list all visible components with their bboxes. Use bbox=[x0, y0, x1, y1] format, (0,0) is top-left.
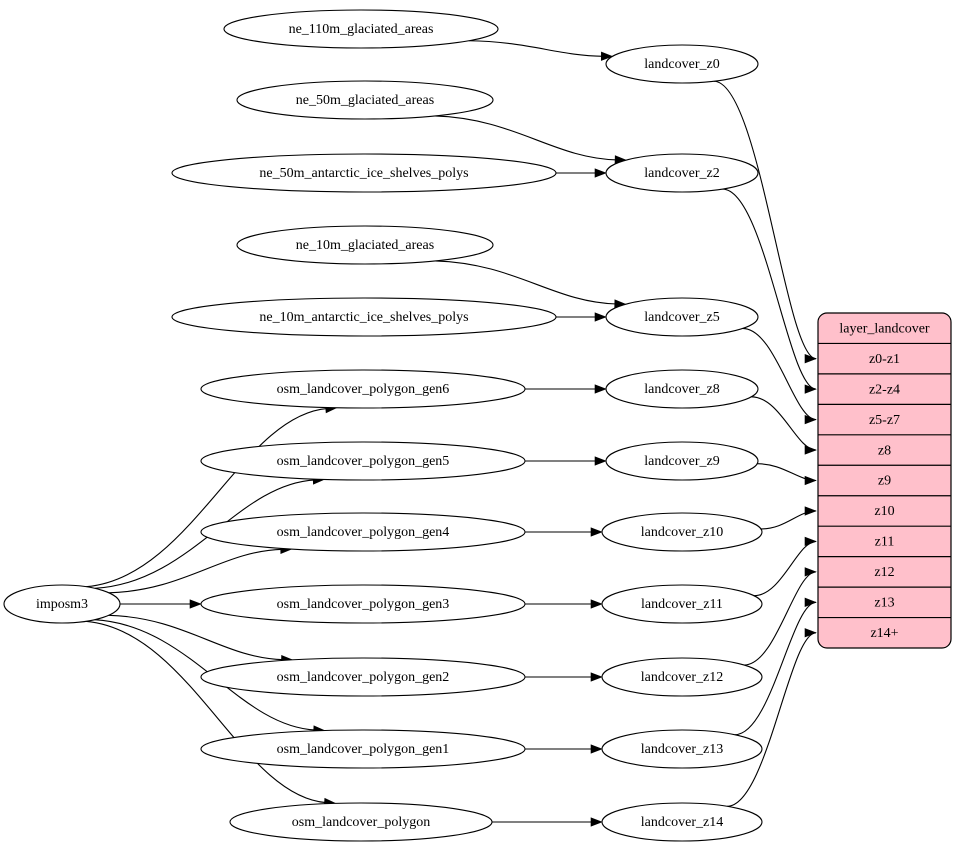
edge-arrowhead bbox=[804, 445, 817, 455]
node-landcover_z5-shape bbox=[605, 297, 759, 337]
edge-arrowhead bbox=[189, 599, 202, 609]
edge-arrowhead bbox=[804, 567, 817, 577]
node-landcover_z8-shape bbox=[605, 369, 759, 409]
node-landcover_z0[interactable]: landcover_z0 bbox=[605, 44, 759, 84]
node-landcover_z12[interactable]: landcover_z12 bbox=[601, 657, 763, 697]
edge-ne_10m_glaciated_areas-to-landcover_z5 bbox=[435, 260, 617, 305]
node-landcover_z10[interactable]: landcover_z10 bbox=[601, 512, 763, 552]
node-imposm3-shape bbox=[3, 584, 121, 624]
edge-arrowhead bbox=[804, 354, 817, 364]
node-osm_landcover_polygon_gen6-shape bbox=[200, 369, 526, 409]
edge-landcover_z12-to-z12 bbox=[744, 571, 817, 666]
edge-arrowhead bbox=[594, 168, 607, 178]
node-landcover_z8[interactable]: landcover_z8 bbox=[605, 369, 759, 409]
layer-table-cell-z12[interactable] bbox=[818, 557, 951, 587]
edge-arrowhead bbox=[594, 312, 607, 322]
edge-arrowhead bbox=[590, 599, 603, 609]
node-ne_50m_antarctic_ice_shelves_polys-shape bbox=[171, 153, 557, 193]
layer-table-outline bbox=[817, 312, 952, 649]
node-landcover_z0-shape bbox=[605, 44, 759, 84]
edge-imposm3-to-osm_landcover_polygon_gen2 bbox=[108, 614, 284, 661]
edge-ne_110m_glaciated_areas-to-landcover_z0 bbox=[468, 40, 604, 57]
node-ne_10m_glaciated_areas[interactable]: ne_10m_glaciated_areas bbox=[236, 225, 494, 265]
node-osm_landcover_polygon_gen4-shape bbox=[200, 512, 526, 552]
edge-landcover_z0-to-z0-z1 bbox=[713, 80, 817, 360]
edge-arrowhead bbox=[804, 536, 817, 547]
node-osm_landcover_polygon_gen5[interactable]: osm_landcover_polygon_gen5 bbox=[200, 441, 526, 481]
node-landcover_z5[interactable]: landcover_z5 bbox=[605, 297, 759, 337]
node-landcover_z9[interactable]: landcover_z9 bbox=[605, 441, 759, 481]
edge-ne_50m_glaciated_areas-to-landcover_z2 bbox=[434, 115, 618, 161]
edge-landcover_z14-to-z14+ bbox=[727, 632, 817, 807]
edge-arrowhead bbox=[594, 384, 607, 394]
node-osm_landcover_polygon_gen2[interactable]: osm_landcover_polygon_gen2 bbox=[200, 657, 526, 697]
edge-landcover_z13-to-z13 bbox=[734, 601, 817, 736]
edge-imposm3-to-osm_landcover_polygon bbox=[85, 620, 327, 804]
node-osm_landcover_polygon_gen1-shape bbox=[200, 729, 526, 769]
node-osm_landcover_polygon_gen3-shape bbox=[200, 584, 526, 624]
node-landcover_z11[interactable]: landcover_z11 bbox=[601, 584, 763, 624]
edge-arrowhead bbox=[804, 506, 817, 516]
node-ne_10m_glaciated_areas-shape bbox=[236, 225, 494, 265]
node-ne_110m_glaciated_areas[interactable]: ne_110m_glaciated_areas bbox=[223, 9, 499, 49]
layer-table-cell-z9[interactable] bbox=[818, 465, 951, 495]
edge-arrowhead bbox=[590, 527, 603, 537]
layer-table-cell-z2-z4[interactable] bbox=[818, 374, 951, 404]
layer-table-cell-z5-z7[interactable] bbox=[818, 404, 951, 434]
edge-arrowhead bbox=[590, 817, 603, 827]
edge-landcover_z5-to-z5-z7 bbox=[742, 327, 817, 421]
node-ne_50m_glaciated_areas-shape bbox=[236, 80, 494, 120]
node-osm_landcover_polygon_gen3[interactable]: osm_landcover_polygon_gen3 bbox=[200, 584, 526, 624]
layer-table-cell-z10[interactable] bbox=[818, 496, 951, 526]
edge-arrowhead bbox=[804, 414, 817, 425]
node-ne_50m_antarctic_ice_shelves_polys[interactable]: ne_50m_antarctic_ice_shelves_polys bbox=[171, 153, 557, 193]
edges-layer bbox=[85, 40, 817, 827]
edge-arrowhead bbox=[594, 456, 607, 466]
node-landcover_z2-shape bbox=[605, 153, 759, 193]
edge-arrowhead bbox=[804, 475, 817, 486]
node-ne_10m_antarctic_ice_shelves_polys-shape bbox=[171, 297, 557, 337]
node-osm_landcover_polygon_gen2-shape bbox=[200, 657, 526, 697]
node-landcover_z9-shape bbox=[605, 441, 759, 481]
node-osm_landcover_polygon_gen4[interactable]: osm_landcover_polygon_gen4 bbox=[200, 512, 526, 552]
edge-arrowhead bbox=[590, 744, 603, 754]
node-landcover_z13[interactable]: landcover_z13 bbox=[601, 729, 763, 769]
layer-table-cell-z13[interactable] bbox=[818, 587, 951, 617]
edge-arrowhead bbox=[590, 672, 603, 682]
node-landcover_z2[interactable]: landcover_z2 bbox=[605, 153, 759, 193]
node-ne_110m_glaciated_areas-shape bbox=[223, 9, 499, 49]
node-ne_50m_glaciated_areas[interactable]: ne_50m_glaciated_areas bbox=[236, 80, 494, 120]
layer-landcover-table: layer_landcoverz0-z1z2-z4z5-z7z8z9z10z11… bbox=[817, 312, 952, 649]
edge-imposm3-to-osm_landcover_polygon_gen6 bbox=[86, 407, 328, 588]
node-landcover_z10-shape bbox=[601, 512, 763, 552]
edge-landcover_z2-to-z2-z4 bbox=[722, 188, 817, 390]
node-landcover_z12-shape bbox=[601, 657, 763, 697]
node-imposm3[interactable]: imposm3 bbox=[3, 584, 121, 624]
edge-arrowhead bbox=[804, 597, 817, 607]
layer-table-header[interactable] bbox=[818, 313, 951, 343]
layer-table-cell-z11[interactable] bbox=[818, 526, 951, 556]
layer-table-cell-z0-z1[interactable] bbox=[818, 343, 951, 373]
node-osm_landcover_polygon_gen6[interactable]: osm_landcover_polygon_gen6 bbox=[200, 369, 526, 409]
edge-arrowhead bbox=[600, 51, 614, 61]
nodes-layer: imposm3 ne_110m_glaciated_areas ne_50m_gla… bbox=[3, 9, 763, 842]
node-landcover_z11-shape bbox=[601, 584, 763, 624]
node-landcover_z14-shape bbox=[601, 802, 763, 842]
edge-arrowhead bbox=[804, 384, 817, 394]
edge-arrowhead bbox=[804, 628, 817, 638]
node-landcover_z13-shape bbox=[601, 729, 763, 769]
layer-table-background bbox=[818, 313, 951, 648]
node-osm_landcover_polygon_gen1[interactable]: osm_landcover_polygon_gen1 bbox=[200, 729, 526, 769]
node-osm_landcover_polygon_gen5-shape bbox=[200, 441, 526, 481]
node-ne_10m_antarctic_ice_shelves_polys[interactable]: ne_10m_antarctic_ice_shelves_polys bbox=[171, 297, 557, 337]
node-landcover_z14[interactable]: landcover_z14 bbox=[601, 802, 763, 842]
layer-table-cell-z8[interactable] bbox=[818, 435, 951, 465]
edge-imposm3-to-osm_landcover_polygon_gen4 bbox=[108, 548, 283, 594]
layer-table-cell-z14plus[interactable] bbox=[818, 618, 951, 648]
node-osm_landcover_polygon[interactable]: osm_landcover_polygon bbox=[229, 802, 493, 842]
node-osm_landcover_polygon-shape bbox=[229, 802, 493, 842]
